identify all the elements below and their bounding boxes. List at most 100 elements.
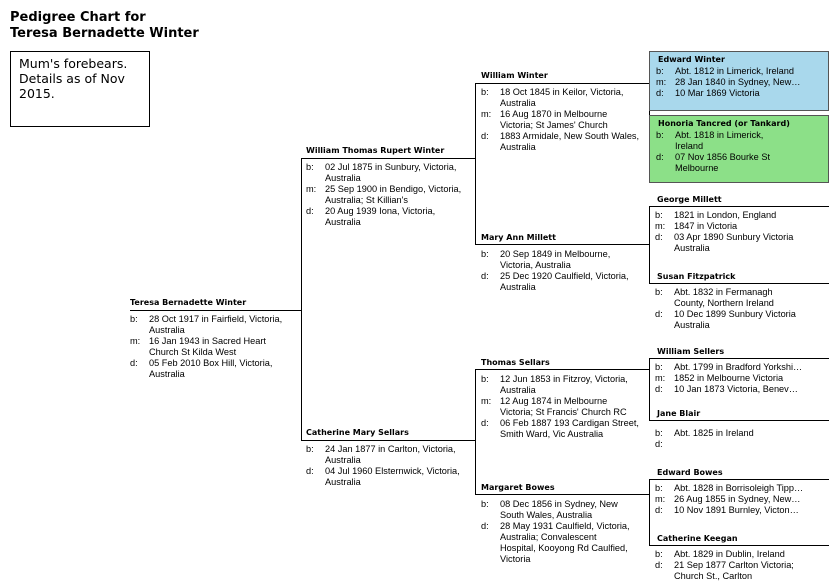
event-death: d:28 May 1931 Caulfield, Victoria, Austr…	[481, 521, 631, 565]
event-marriage: m:1847 in Victoria	[655, 221, 800, 232]
event-label: m:	[655, 494, 666, 504]
person-details-honoria: b:Abt. 1818 in Limerick, Ireland d:07 No…	[650, 128, 780, 174]
event-label: m:	[130, 336, 141, 346]
person-name-george-millett: George Millett	[657, 195, 722, 204]
person-name-susan: Susan Fitzpatrick	[657, 272, 736, 281]
event-label: b:	[130, 314, 138, 324]
person-details-thomas-sellars: b:12 Jun 1853 in Fitzroy, Victoria, Aust…	[481, 374, 641, 440]
event-text: Abt. 1818 in Limerick, Ireland	[675, 130, 764, 151]
event-text: 06 Feb 1887 193 Cardigan Street, Smith W…	[500, 418, 639, 439]
event-birth: b:08 Dec 1856 in Sydney, New South Wales…	[481, 499, 631, 521]
person-name-william-sellers: William Sellers	[657, 347, 725, 356]
event-birth: b:12 Jun 1853 in Fitzroy, Victoria, Aust…	[481, 374, 641, 396]
person-box-honoria: Honoria Tancred (or Tankard) b:Abt. 1818…	[649, 115, 829, 183]
event-label: b:	[656, 66, 664, 76]
title-line-2: Teresa Bernadette Winter	[10, 26, 199, 41]
event-marriage: m:1852 in Melbourne Victoria	[655, 373, 827, 384]
event-birth: b: 20 Sep 1849 in Melbourne, Victoria, Au…	[481, 249, 641, 271]
event-death: d: 21 Sep 1877 Carlton Victoria; Church S…	[655, 560, 825, 582]
event-label: b:	[481, 249, 489, 259]
event-label: m:	[481, 396, 492, 406]
person-box-edward-winter: Edward Winter b:Abt. 1812 in Limerick, I…	[649, 51, 829, 111]
event-text: 1852 in Melbourne Victoria	[674, 373, 784, 383]
event-label: b:	[655, 483, 663, 493]
event-birth: b:Abt. 1828 in Borrisoleigh Tipp…	[655, 483, 827, 494]
event-label: d:	[655, 384, 663, 394]
connector	[649, 283, 829, 284]
person-details-mary-ann: b: 20 Sep 1849 in Melbourne, Victoria, Au…	[481, 249, 641, 293]
event-text: 25 Dec 1920 Caulfield, Victoria, Austral…	[500, 271, 629, 292]
connector	[475, 494, 650, 495]
person-name-margaret-bowes: Margaret Bowes	[481, 483, 555, 492]
event-birth: b:Abt. 1818 in Limerick, Ireland	[656, 130, 776, 152]
connector	[475, 369, 476, 494]
connector	[649, 479, 829, 480]
event-label: b:	[481, 374, 489, 384]
event-label: m:	[655, 221, 666, 231]
person-details-teresa: b:28 Oct 1917 in Fairfield, Victoria, Au…	[130, 314, 290, 380]
event-birth: b:Abt. 1799 in Bradford Yorkshi…	[655, 362, 827, 373]
event-text: 16 Aug 1870 in Melbourne Victoria; St Ja…	[500, 109, 608, 130]
event-text: 03 Apr 1890 Sunbury Victoria Australia	[674, 232, 794, 253]
event-marriage: m: 25 Sep 1900 in Bendigo, Victoria, Aust…	[306, 184, 466, 206]
event-label: b:	[481, 499, 489, 509]
event-text: 05 Feb 2010 Box Hill, Victoria, Australi…	[149, 358, 273, 379]
event-label: m:	[306, 184, 317, 194]
event-death: d:1883 Armidale, New South Wales, Austra…	[481, 131, 641, 153]
event-text: 07 Nov 1856 Bourke St Melbourne	[675, 152, 770, 173]
event-text: 20 Sep 1849 in Melbourne, Victoria, Aust…	[500, 249, 611, 270]
person-name-catherine-mary: Catherine Mary Sellars	[306, 428, 409, 437]
event-text: Abt. 1799 in Bradford Yorkshi…	[674, 362, 803, 372]
event-label: b:	[655, 210, 663, 220]
person-details-susan: b: Abt. 1832 in Fermanagh County, Norther…	[655, 287, 800, 331]
person-details-margaret-bowes: b:08 Dec 1856 in Sydney, New South Wales…	[481, 499, 631, 565]
connector	[475, 244, 650, 245]
event-label: d:	[306, 206, 314, 216]
person-details-edward-bowes: b:Abt. 1828 in Borrisoleigh Tipp… m:26 A…	[655, 483, 827, 516]
event-label: b:	[655, 287, 663, 297]
event-text: Abt. 1829 in Dublin, Ireland	[674, 549, 785, 559]
event-label: d:	[655, 560, 663, 570]
event-text: 28 Jan 1840 in Sydney, New…	[675, 77, 801, 87]
connector	[475, 83, 650, 84]
event-label: b:	[306, 444, 314, 454]
person-name-mary-ann: Mary Ann Millett	[481, 233, 556, 242]
event-birth: b:Abt. 1812 in Limerick, Ireland	[656, 66, 824, 77]
event-marriage: m:26 Aug 1855 in Sydney, New…	[655, 494, 827, 505]
connector	[475, 369, 650, 370]
event-marriage: m: 16 Aug 1870 in Melbourne Victoria; St …	[481, 109, 641, 131]
connector	[301, 158, 476, 159]
event-text: 02 Jul 1875 in Sunbury, Victoria, Austra…	[325, 162, 457, 183]
person-name-edward-winter: Edward Winter	[658, 55, 725, 64]
person-details-edward-winter: b:Abt. 1812 in Limerick, Ireland m:28 Ja…	[650, 64, 828, 99]
person-name-thomas-sellars: Thomas Sellars	[481, 358, 550, 367]
event-label: d:	[656, 88, 664, 98]
title-line-1: Pedigree Chart for	[10, 10, 146, 25]
event-label: d:	[130, 358, 138, 368]
event-marriage: m:12 Aug 1874 in Melbourne Victoria; St …	[481, 396, 641, 418]
event-label: d:	[306, 466, 314, 476]
event-death: d:20 Aug 1939 Iona, Victoria, Australia	[306, 206, 466, 228]
event-label: b:	[306, 162, 314, 172]
event-text: 16 Jan 1943 in Sacred Heart Church St Ki…	[149, 336, 266, 357]
event-death: d:04 Jul 1960 Elsternwick, Victoria, Aus…	[306, 466, 466, 488]
event-label: m:	[481, 109, 492, 119]
event-text: 25 Sep 1900 in Bendigo, Victoria, Austra…	[325, 184, 462, 205]
event-text: 24 Jan 1877 in Carlton, Victoria, Austra…	[325, 444, 456, 465]
event-text: 21 Sep 1877 Carlton Victoria; Church St.…	[674, 560, 794, 581]
event-text: 10 Jan 1873 Victoria, Benev…	[674, 384, 798, 394]
event-birth: b: 02 Jul 1875 in Sunbury, Victoria, Aust…	[306, 162, 466, 184]
note-box: Mum's forebears. Details as of Nov 2015.	[10, 51, 150, 127]
event-death: d:06 Feb 1887 193 Cardigan Street, Smith…	[481, 418, 641, 440]
event-death: d:07 Nov 1856 Bourke St Melbourne	[656, 152, 776, 174]
event-text: Abt. 1832 in Fermanagh County, Northern …	[674, 287, 774, 308]
connector	[649, 206, 829, 207]
event-marriage: m:28 Jan 1840 in Sydney, New…	[656, 77, 824, 88]
connector	[649, 545, 829, 546]
connector	[649, 358, 829, 359]
connector	[301, 440, 476, 441]
event-label: b:	[655, 428, 663, 438]
event-label: b:	[655, 549, 663, 559]
event-death: d:03 Apr 1890 Sunbury Victoria Australia	[655, 232, 800, 254]
event-death: d:10 Mar 1869 Victoria	[656, 88, 824, 99]
